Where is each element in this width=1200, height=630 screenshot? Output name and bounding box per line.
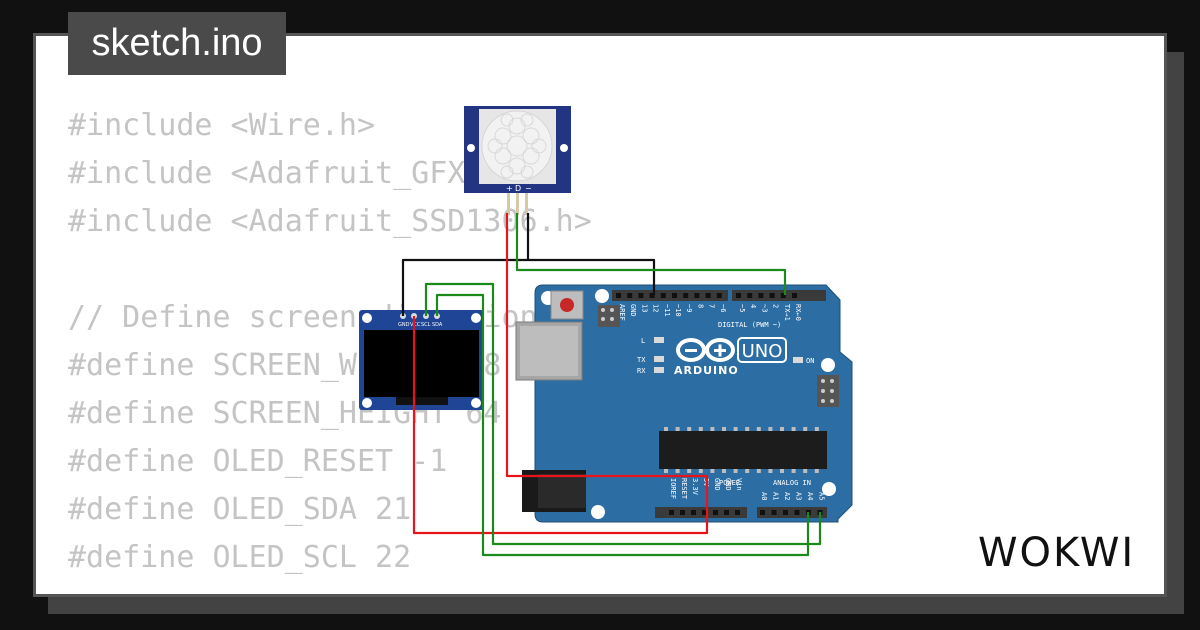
code-line: #include <Adafruit_SSD1306.h>: [68, 204, 592, 239]
power-pin-label: GND: [724, 478, 732, 491]
digital-pin-label: ~10: [674, 304, 682, 317]
icsp-header-right: [817, 375, 839, 407]
oled-ssd1306-display[interactable]: GND VCC SCL SDA: [359, 310, 484, 410]
digital-pin-label: 2: [772, 304, 780, 308]
power-on-led: [793, 357, 803, 363]
icsp-header-top: [598, 305, 620, 327]
uno-badge: [737, 337, 787, 363]
uno-model-text: UNO: [742, 341, 783, 362]
wire-gnd-arduino[interactable]: [528, 258, 656, 295]
analog-pin-label: A3: [795, 492, 803, 500]
code-line: #define OLED_SCL 22: [68, 540, 412, 575]
tx-led-label: TX: [637, 356, 646, 364]
pir-motion-sensor[interactable]: + D −: [464, 106, 571, 215]
wire-sda[interactable]: [435, 293, 810, 557]
power-pin-label: RESET: [680, 478, 688, 500]
digital-pin-label: 8: [696, 304, 704, 308]
l-led-label: L: [641, 337, 645, 345]
wire-gnd-oled[interactable]: [401, 213, 530, 316]
wire-pir-signal[interactable]: [515, 213, 787, 295]
file-tab[interactable]: sketch.ino: [68, 12, 286, 75]
atmega-chip: [659, 427, 827, 473]
oled-screen: [364, 330, 479, 397]
oled-pin-gnd-label: GND: [398, 322, 410, 328]
l-led: [654, 337, 664, 343]
power-label: POWER: [719, 479, 741, 487]
arduino-brand-text: ARDUINO: [674, 364, 739, 377]
digital-pin-label: ~5: [738, 304, 746, 312]
pir-pin-out-label: D: [515, 184, 521, 193]
digital-pin-label: ~9: [685, 304, 693, 312]
analog-header: [757, 507, 827, 518]
oled-pin-scl-label: SCL: [421, 322, 431, 328]
digital-pin-label: AREF: [618, 304, 626, 321]
code-line: #include <Wire.h>: [68, 108, 376, 143]
digital-header-left: [612, 290, 728, 301]
oled-pin-vcc-label: VCC: [410, 322, 421, 328]
power-header: [655, 507, 747, 518]
analog-pin-label: A2: [783, 492, 791, 500]
power-pin-label: Vin: [735, 478, 743, 491]
code-editor: #include <Wire.h>#include <Adafruit_GFX.…: [68, 102, 809, 582]
rx-led: [654, 367, 664, 373]
reset-button[interactable]: [550, 290, 584, 320]
digital-header-right: [732, 290, 826, 301]
pir-pin-vcc-label: +: [506, 184, 513, 193]
code-line: #define OLED_SDA 21: [68, 492, 412, 527]
digital-pin-label: ~3: [760, 304, 768, 312]
digital-pin-label: 13: [640, 304, 648, 312]
wokwi-logo-text: WOKWI: [978, 530, 1135, 576]
power-pin-label: GND: [713, 478, 721, 491]
digital-pin-label: ~11: [663, 304, 671, 317]
analog-pin-label: A0: [760, 492, 768, 500]
digital-pin-label: 7: [708, 304, 716, 308]
wokwi-logo: WOKWI: [978, 530, 1135, 576]
analog-pin-label: A4: [806, 492, 814, 500]
digital-pin-label: 12: [652, 304, 660, 312]
power-pin-label: IOREF: [669, 478, 677, 499]
analog-label: ANALOG IN: [773, 479, 811, 487]
digital-label: DIGITAL (PWM ~): [718, 321, 781, 329]
arduino-infinity-logo: [676, 338, 735, 362]
oled-pin-sda-label: SDA: [432, 322, 443, 328]
rx-led-label: RX: [637, 367, 646, 375]
analog-pin-label: A5: [818, 492, 826, 500]
digital-pin-label: ~6: [719, 304, 727, 312]
digital-pin-label: RX←0: [794, 304, 802, 321]
on-led-label: ON: [806, 357, 814, 365]
code-line: #define OLED_RESET -1: [68, 444, 448, 479]
digital-pin-label: TX→1: [783, 304, 791, 321]
analog-pin-label: A1: [772, 492, 780, 500]
pir-pin-gnd-label: −: [525, 184, 532, 193]
digital-pin-label: GND: [629, 304, 637, 317]
digital-pin-label: 4: [749, 304, 757, 308]
tx-led: [654, 356, 664, 362]
wire-vcc[interactable]: [412, 213, 709, 535]
wire-scl[interactable]: [424, 282, 822, 546]
power-pin-label: 3.3V: [691, 478, 699, 496]
